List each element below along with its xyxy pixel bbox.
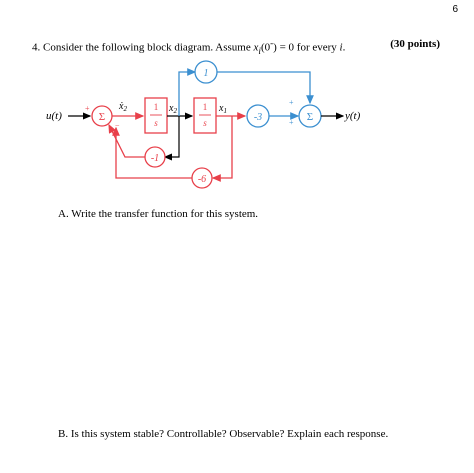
integrator1-numerator: 1 [154, 102, 159, 112]
sum-symbol: Σ [99, 111, 105, 123]
math-sup: - [270, 38, 274, 48]
math-arg: (0 [260, 41, 271, 54]
problem-number: 4. [32, 41, 41, 54]
gain-block-1: 1 [194, 60, 218, 84]
integrator1-denominator: s [154, 118, 158, 128]
problem-text: Consider the following block diagram. As… [43, 41, 254, 54]
question-b: B. Is this system stable? Controllable? … [58, 428, 389, 440]
math-var: x [253, 41, 259, 54]
x1-to-gain-fb2-path [211, 116, 233, 182]
math-i: i [339, 41, 343, 54]
sum2-symbol: Σ [307, 111, 313, 123]
gain-1-label: 1 [204, 68, 209, 79]
integrator-block-2: 1 s [193, 97, 217, 134]
gain-fb2-to-sum1-path [112, 126, 192, 179]
gain-fb2-label: -6 [198, 174, 206, 185]
gain-block-fb-minus-1: -1 [144, 146, 166, 168]
x2-to-gain-fb1-path [163, 116, 180, 161]
x2-label: x2 [168, 103, 177, 115]
math-rest: ) = 0 for every [273, 41, 340, 54]
math-sub: i [258, 45, 261, 56]
question-a: A. Write the transfer function for this … [58, 208, 259, 220]
integrator-block-1: 1 s [144, 97, 168, 134]
x2-to-gain1-path [178, 68, 197, 116]
x2-dot-label: ẋ2 [118, 101, 127, 113]
integrator2-numerator: 1 [203, 102, 208, 112]
gain-block-fb-minus-6: -6 [191, 167, 213, 189]
gain-block-minus-3: -3 [246, 104, 270, 128]
x1-label: x1 [218, 103, 227, 115]
period: . [342, 41, 346, 54]
integrator2-denominator: s [203, 118, 207, 128]
output-label: y(t) [344, 110, 361, 122]
sum1-plus-sign: + [85, 104, 90, 113]
points-label: (30 points) [390, 38, 440, 50]
gain-minus-3-label: -3 [254, 112, 262, 123]
sum2-plus-top: + [289, 98, 294, 107]
summing-junction-2: Σ [298, 104, 322, 128]
gain1-to-sum2-path [217, 71, 314, 105]
page-number: 6 [452, 4, 458, 15]
gain-fb1-label: -1 [151, 153, 159, 164]
problem-statement: 4. Consider the following block diagram.… [32, 38, 452, 56]
summing-junction-1: Σ [91, 105, 113, 127]
sum1-minus-upper: − [115, 121, 120, 130]
sum2-plus-left: + [289, 118, 294, 127]
input-label: u(t) [46, 110, 62, 122]
